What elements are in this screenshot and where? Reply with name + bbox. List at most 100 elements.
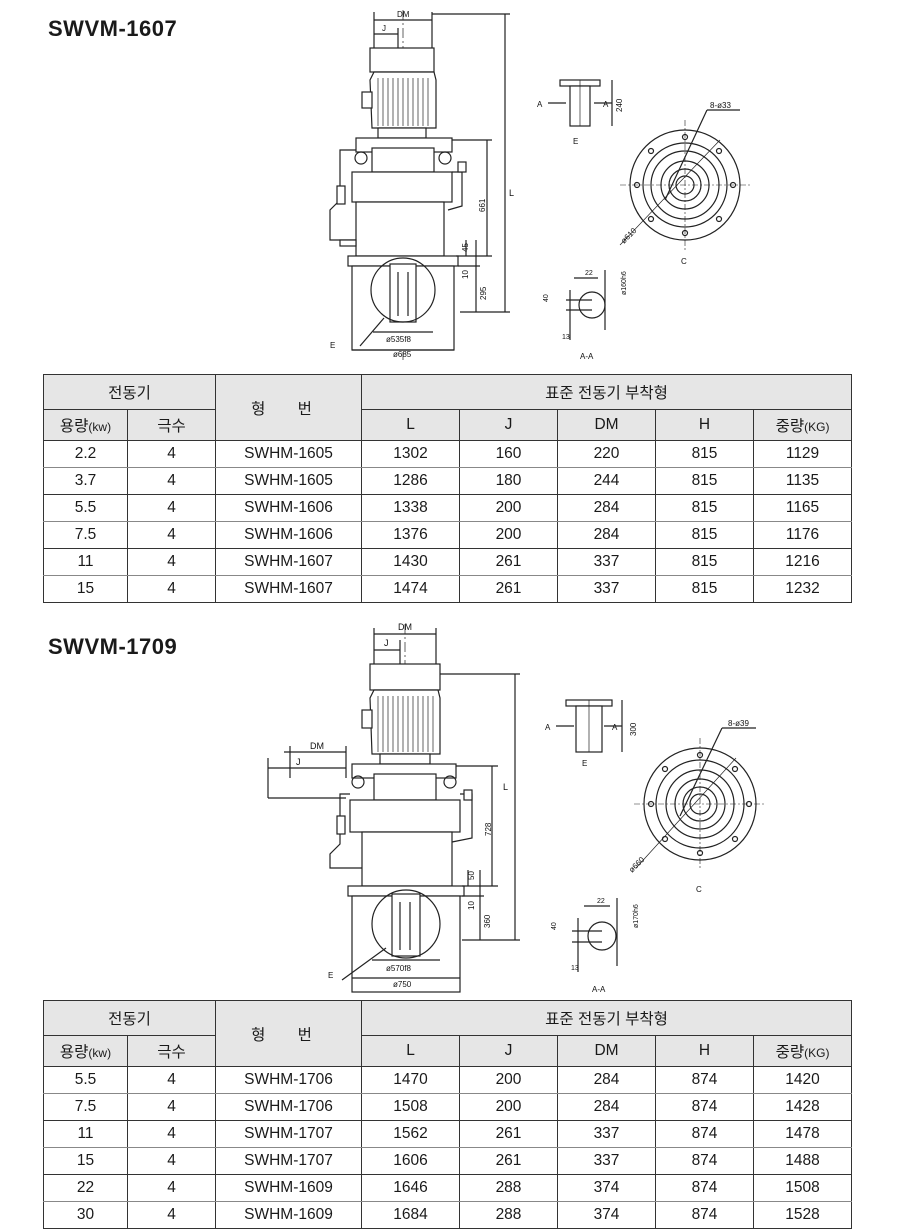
dim-360: 360 [483, 914, 492, 928]
cell-capacity: 2.2 [43, 440, 128, 468]
l-header: L [361, 409, 460, 441]
cell-dm: 337 [557, 1147, 656, 1175]
cell-poles: 4 [127, 467, 216, 495]
section-title: SWVM-1709 [48, 634, 178, 659]
cell-weight: 1478 [752, 1120, 853, 1148]
cell-l: 1286 [361, 467, 460, 495]
cell-dm: 284 [557, 521, 656, 549]
capacity-header: 용량(kw) [43, 1035, 128, 1067]
model-header: 형 번 [215, 374, 362, 441]
cell-capacity: 15 [43, 575, 128, 603]
dim-shaft-dia: ø170h6 [633, 904, 640, 928]
dim-728: 728 [484, 822, 493, 836]
section-title: SWVM-1607 [48, 16, 178, 41]
label-e: E [330, 341, 335, 350]
label-c: C [696, 885, 702, 894]
dim-l: L [503, 782, 508, 792]
cell-l: 1606 [361, 1147, 460, 1175]
cell-dm: 337 [557, 548, 656, 576]
h-header: H [655, 409, 754, 441]
dim-flange: ø660 [627, 855, 647, 875]
cell-poles: 4 [127, 1147, 216, 1175]
dm-header: DM [557, 1035, 656, 1067]
cell-poles: 4 [127, 1093, 216, 1121]
cell-h: 874 [655, 1120, 754, 1148]
cell-h: 874 [655, 1174, 754, 1202]
cell-weight: 1165 [752, 494, 853, 522]
cell-dm: 284 [557, 1093, 656, 1121]
cell-dm: 374 [557, 1201, 656, 1229]
cell-h: 815 [655, 440, 754, 468]
cell-l: 1508 [361, 1093, 460, 1121]
motor-group-header: 전동기 [43, 1000, 216, 1036]
cell-h: 815 [655, 521, 754, 549]
weight-header: 중량(KG) [752, 409, 853, 441]
standard-group-header: 표준 전동기 부착형 [360, 374, 853, 410]
cell-model: SWHM-1606 [215, 521, 362, 549]
cell-weight: 1129 [752, 440, 853, 468]
dim-bolt: 8-ø33 [710, 101, 731, 110]
label-e: E [328, 971, 333, 980]
cell-poles: 4 [127, 1201, 216, 1229]
dim-661: 661 [478, 198, 487, 212]
dim-10: 10 [461, 270, 470, 279]
cell-poles: 4 [127, 440, 216, 468]
model-header: 형 번 [215, 1000, 362, 1067]
cell-capacity: 11 [43, 1120, 128, 1148]
cell-capacity: 30 [43, 1201, 128, 1229]
cell-model: SWHM-1707 [215, 1147, 362, 1175]
dim-shaft-22: 22 [585, 270, 593, 277]
cell-h: 815 [655, 548, 754, 576]
cell-dm: 220 [557, 440, 656, 468]
cell-j: 288 [459, 1201, 558, 1229]
label-aa: A-A [580, 352, 594, 361]
cell-dm: 337 [557, 575, 656, 603]
cell-j: 261 [459, 1147, 558, 1175]
cell-l: 1646 [361, 1174, 460, 1202]
dim-shaft-22: 22 [597, 898, 605, 905]
cell-weight: 1508 [752, 1174, 853, 1202]
j-header: J [459, 1035, 558, 1067]
dim-295: 295 [479, 286, 488, 300]
dim-shaft-40: 40 [551, 922, 558, 930]
cell-weight: 1216 [752, 548, 853, 576]
cell-dm: 284 [557, 1066, 656, 1094]
technical-drawing: DM J L 661 45 10 295 ø535f8 ø685 E A [0, 0, 900, 370]
cell-weight: 1428 [752, 1093, 853, 1121]
cell-dm: 337 [557, 1120, 656, 1148]
dim-50: 50 [467, 871, 476, 880]
cell-j: 261 [459, 548, 558, 576]
capacity-header: 용량(kw) [43, 409, 128, 441]
cell-dm: 374 [557, 1174, 656, 1202]
dim-shaft-13: 13 [562, 334, 570, 341]
cell-h: 874 [655, 1066, 754, 1094]
spec-table: 전동기 형 번 표준 전동기 부착형 용량(kw) 극수 L J DM H 중량… [43, 1000, 853, 1229]
cell-j: 288 [459, 1174, 558, 1202]
cell-model: SWHM-1607 [215, 548, 362, 576]
cell-l: 1376 [361, 521, 460, 549]
cell-j: 200 [459, 1093, 558, 1121]
dim-e-height: 240 [615, 98, 624, 112]
cell-h: 874 [655, 1093, 754, 1121]
cell-capacity: 3.7 [43, 467, 128, 495]
spec-table: 전동기 형 번 표준 전동기 부착형 용량(kw) 극수 L J DM H 중량… [43, 374, 853, 603]
label-a-right: A [603, 100, 609, 109]
technical-drawing: DM J DM J L 728 50 10 360 ø570f8 ø750 E [0, 618, 900, 998]
cell-model: SWHM-1609 [215, 1174, 362, 1202]
cell-j: 200 [459, 1066, 558, 1094]
dim-base-inner: ø570f8 [386, 964, 411, 973]
dim-e-height: 300 [629, 722, 638, 736]
cell-j: 261 [459, 1120, 558, 1148]
cell-dm: 284 [557, 494, 656, 522]
cell-model: SWHM-1605 [215, 440, 362, 468]
label-e-view: E [573, 137, 578, 146]
dim-l: L [509, 188, 514, 198]
cell-j: 160 [459, 440, 558, 468]
